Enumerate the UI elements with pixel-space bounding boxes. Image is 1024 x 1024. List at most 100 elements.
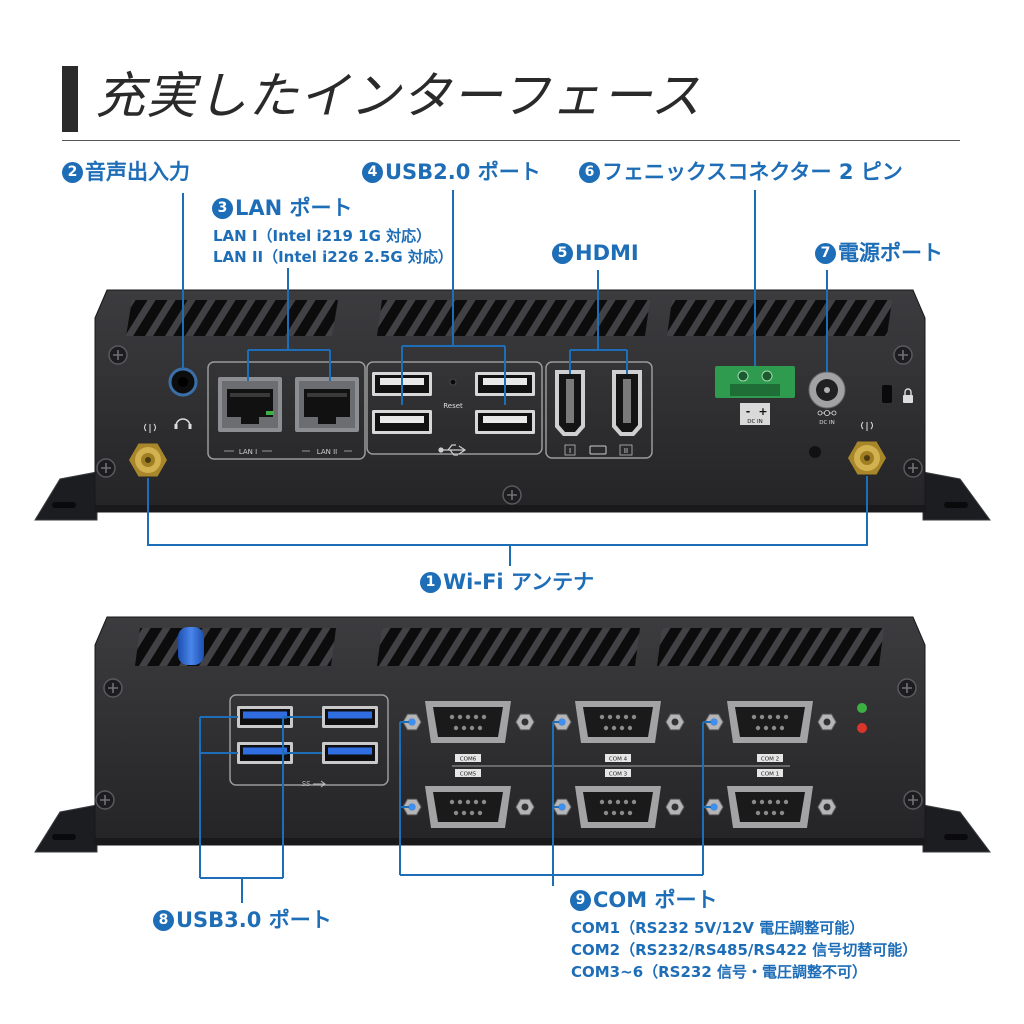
callout-number: 9 (570, 889, 591, 911)
foot-slot (52, 502, 76, 508)
callout-number: 8 (153, 909, 174, 931)
foot-slot (944, 834, 968, 840)
lock-icon (903, 388, 913, 403)
callout-com-detail-2: COM2（RS232/RS485/RS422 信号切替可能） (571, 941, 918, 959)
vent-grille-left (135, 628, 336, 666)
internal-blue-cable (178, 627, 204, 665)
callout-number: 6 (579, 161, 600, 183)
status-led-red (857, 723, 867, 733)
hdmi-port-2 (612, 370, 642, 436)
leader-usb2 (401, 190, 506, 405)
vent-grille-center (377, 300, 650, 336)
usb3-port-2 (322, 706, 378, 728)
leader-com (399, 721, 711, 886)
usb3-ss-icon (313, 780, 326, 788)
mounting-foot-left (34, 804, 98, 853)
com-port-6 (425, 701, 511, 743)
hdmi-port-1-label: I (569, 447, 571, 455)
callout-lan-detail-1: LAN I（Intel i219 1G 対応） (213, 227, 432, 245)
callout-label: Wi-Fi アンテナ (443, 570, 595, 594)
mic-hole (809, 446, 821, 458)
dc-polarity-icon (817, 409, 837, 416)
callout-number: 7 (815, 242, 836, 264)
usb3-ss-logo: SS (302, 780, 311, 788)
com-standoff (665, 713, 685, 731)
screw (103, 678, 123, 698)
dc-polarity-icon (740, 403, 770, 425)
lan-port-2-label: LAN II (317, 448, 337, 456)
com-label: COM 2 (761, 757, 779, 763)
com-standoff (515, 798, 535, 816)
security-lock-slot (882, 385, 892, 403)
foot-slot (52, 834, 76, 840)
screw (893, 345, 913, 365)
usb3-panel-frame (229, 694, 389, 786)
body-bottom-edge (95, 838, 925, 845)
callout-label: COM ポート (593, 888, 718, 912)
hdmi-panel-frame (545, 361, 653, 459)
com-label: COM 4 (609, 757, 628, 763)
hdmi-icon (589, 445, 607, 455)
vent-grille-left (126, 300, 338, 336)
dc-jack-label: DC IN (819, 420, 835, 426)
screw (502, 485, 522, 505)
hdmi-port-2-label: II (624, 447, 628, 455)
mounting-foot-right (922, 804, 991, 853)
callout-number: 1 (420, 571, 441, 593)
com-label: COM5 (460, 772, 477, 778)
lan-panel-frame (207, 361, 366, 460)
page-title: 充実したインターフェース (95, 67, 702, 125)
hdmi-port-2-label-box (619, 444, 633, 456)
com-label-plates (455, 754, 783, 777)
foot-slot (944, 502, 968, 508)
usb2-port-4 (475, 410, 535, 434)
callout-label: フェニックスコネクター 2 ピン (602, 160, 903, 184)
com-port-5 (425, 786, 511, 828)
title-accent-bar (62, 66, 78, 132)
callout-label: HDMI (575, 241, 639, 265)
antenna-icon (144, 423, 156, 433)
callout-number: 3 (212, 197, 233, 219)
lan-led (266, 411, 274, 415)
front-panel-device: LAN I LAN II Reset I II (34, 289, 991, 521)
leader-lan (247, 268, 331, 381)
mounting-foot-left (34, 471, 98, 521)
lan-port-2 (295, 377, 359, 432)
usb2-port-3 (372, 410, 432, 434)
screw (96, 458, 116, 478)
lan-port-1 (218, 377, 282, 432)
antenna-icon (861, 421, 873, 431)
screw (903, 458, 923, 478)
screw (95, 790, 115, 810)
hdmi-port-1 (555, 370, 585, 436)
screw (903, 790, 923, 810)
vent-grille-right (667, 300, 892, 336)
com-port-3 (575, 786, 661, 828)
audio-jack-hole (178, 377, 188, 387)
com-standoff (665, 798, 685, 816)
phoenix-screw (761, 370, 773, 382)
reset-button-hole (449, 378, 457, 386)
phoenix-terminal-block (730, 384, 780, 396)
usb2-panel-frame (366, 361, 543, 455)
front-callout-leader-lines (147, 190, 868, 566)
callout-number: 5 (552, 242, 573, 264)
callout-com-detail-3: COM3~6（RS232 信号・電圧調整不可） (571, 963, 868, 981)
callout-number: 4 (362, 161, 383, 183)
com-standoff (817, 713, 837, 731)
com-port-4 (575, 701, 661, 743)
usb-icon (438, 444, 467, 456)
phoenix-plus-label: + (758, 405, 767, 418)
screw (108, 345, 128, 365)
callout-lan-detail-2: LAN II（Intel i226 2.5G 対応） (213, 248, 453, 266)
com-label: COM6 (460, 757, 477, 763)
phoenix-screw (737, 370, 749, 382)
